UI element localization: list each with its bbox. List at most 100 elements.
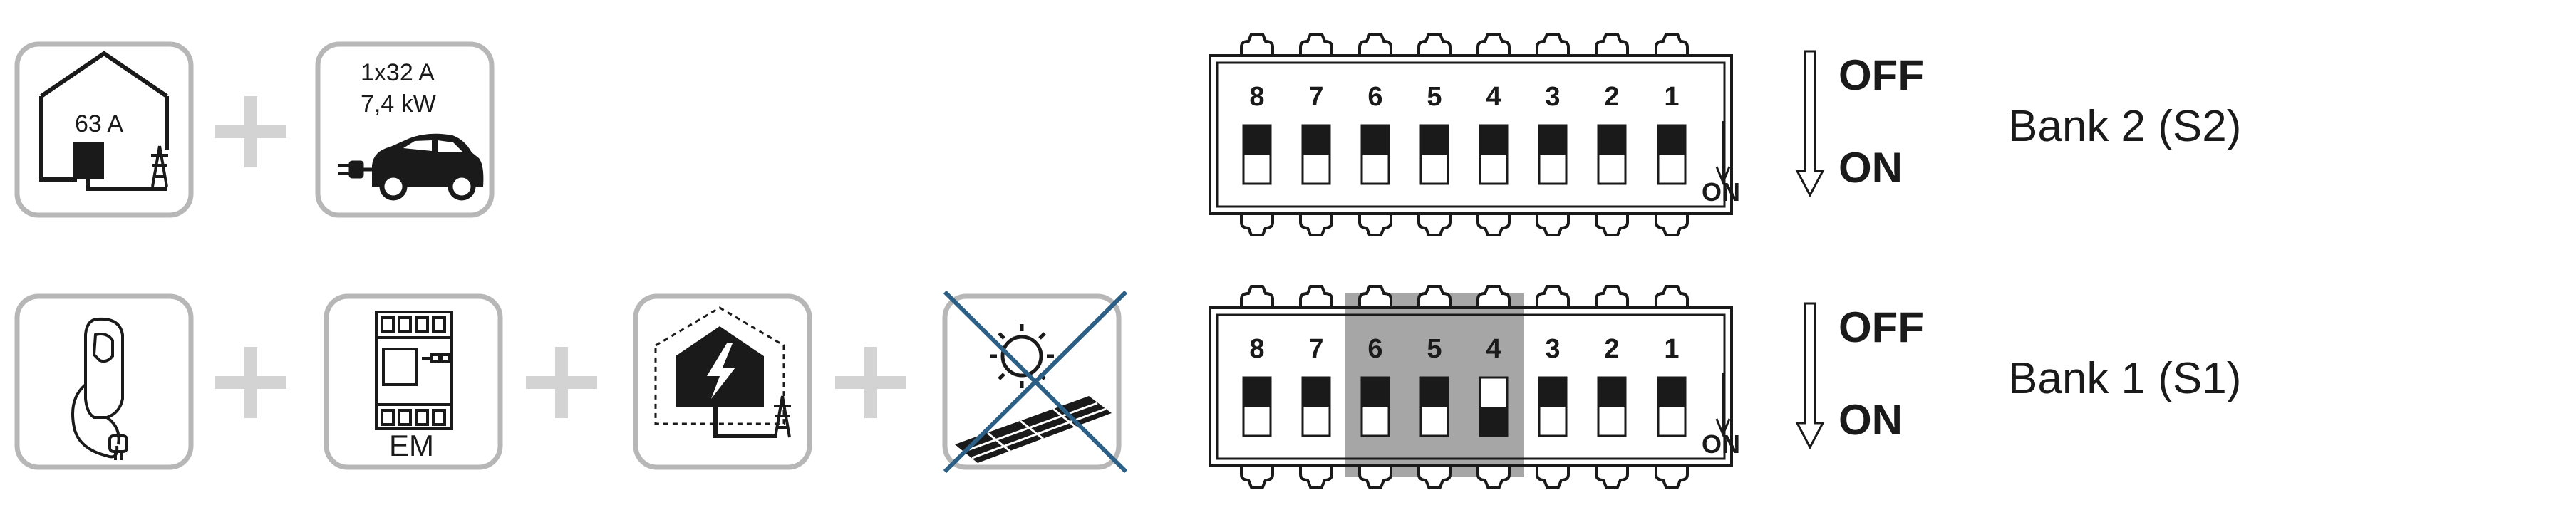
dip-body-inner [1216,313,1726,460]
pin [1240,466,1274,489]
plus-sign [215,96,286,167]
switch-lever[interactable] [1362,378,1389,407]
pin [1655,214,1689,236]
pin [1358,466,1392,489]
switch-number: 8 [1249,334,1264,364]
switch-number: 2 [1604,82,1619,112]
pin [1595,285,1629,308]
house-supply-box: 63 A [14,41,194,218]
plus-sign [526,347,597,418]
pin [1240,214,1274,236]
switch-lever[interactable] [1243,378,1271,407]
house-lightning-icon [676,326,764,407]
charging-plug-icon [338,160,373,179]
pin [1358,33,1392,56]
off-label: OFF [1838,303,1924,351]
pin [1476,33,1511,56]
pin [1358,214,1392,236]
ev-current-label: 1x32 A [361,59,435,86]
switch-number: 4 [1486,334,1501,364]
switch-lever[interactable] [1421,125,1448,155]
wallbox-charger-box [14,293,194,470]
pin [1476,466,1511,489]
pin [1417,33,1452,56]
switch-lever[interactable] [1598,378,1625,407]
off-label: OFF [1838,51,1924,99]
pin [1536,33,1570,56]
switch-number: 1 [1664,334,1679,364]
house-icon [39,51,169,182]
power-pylon-icon [151,145,168,187]
pin [1417,285,1452,308]
pin [1417,466,1452,489]
switch-lever[interactable] [1539,125,1566,155]
switch-number: 1 [1664,82,1679,112]
switch-lever[interactable] [1539,378,1566,407]
switch-number: 7 [1308,82,1323,112]
on-label: ON [1838,396,1903,444]
pin [1299,466,1333,489]
grid-connection-box [633,293,812,470]
switch-number: 7 [1308,334,1323,364]
pin [1595,466,1629,489]
plus-sign [215,347,286,418]
on-marker-label: ON [1702,177,1740,207]
energy-meter-icon [375,311,453,430]
pin [1240,285,1274,308]
pin [1299,285,1333,308]
pin [1417,214,1452,236]
switch-lever[interactable] [1480,407,1507,436]
energy-meter-box: EM [324,293,503,470]
pin [1655,285,1689,308]
switch-lever[interactable] [1421,378,1448,407]
switch-lever[interactable] [1658,378,1685,407]
electric-car-icon [372,133,484,201]
switch-lever[interactable] [1658,125,1685,155]
cross-out-mark [943,290,1128,474]
dip-body-inner [1216,61,1726,208]
power-pylon-icon [774,395,791,438]
pin [1299,214,1333,236]
switch-number: 4 [1486,82,1501,112]
wallbox-icon [71,317,128,460]
bank-name: Bank 2 (S2) [2008,102,2241,151]
dip-body [1209,54,1733,215]
switch-lever[interactable] [1480,125,1507,155]
switch-number: 5 [1427,82,1442,112]
switch-lever[interactable] [1243,125,1271,155]
energy-meter-label: EM [389,429,434,462]
house-current-label: 63 A [75,110,123,137]
pin [1476,214,1511,236]
off-on-arrow [1795,50,1825,198]
switch-number: 5 [1427,334,1442,364]
pin [1536,285,1570,308]
solar-panel-icon [955,396,1112,463]
pin [1240,33,1274,56]
ev-power-label: 7,4 kW [361,90,436,118]
pv-system-box [942,290,1128,474]
house-meter-block [73,142,104,179]
dip-body [1209,306,1733,467]
switch-number: 6 [1367,82,1382,112]
switch-number: 6 [1367,334,1382,364]
pin [1595,33,1629,56]
pin [1536,466,1570,489]
bank-name: Bank 1 (S1) [2008,354,2241,403]
on-label: ON [1838,144,1903,192]
on-direction-arrowhead [1715,418,1731,437]
pin [1536,214,1570,236]
pin [1358,285,1392,308]
switch-number: 3 [1545,334,1560,364]
switch-lever[interactable] [1303,125,1330,155]
off-on-arrow [1795,302,1825,450]
pin [1655,466,1689,489]
switch-lever[interactable] [1362,125,1389,155]
ev-charging-box: 1x32 A 7,4 kW [315,41,495,218]
switch-lever[interactable] [1598,125,1625,155]
pin [1655,33,1689,56]
on-marker-label: ON [1702,429,1740,459]
pin [1476,285,1511,308]
switch-lever[interactable] [1303,378,1330,407]
